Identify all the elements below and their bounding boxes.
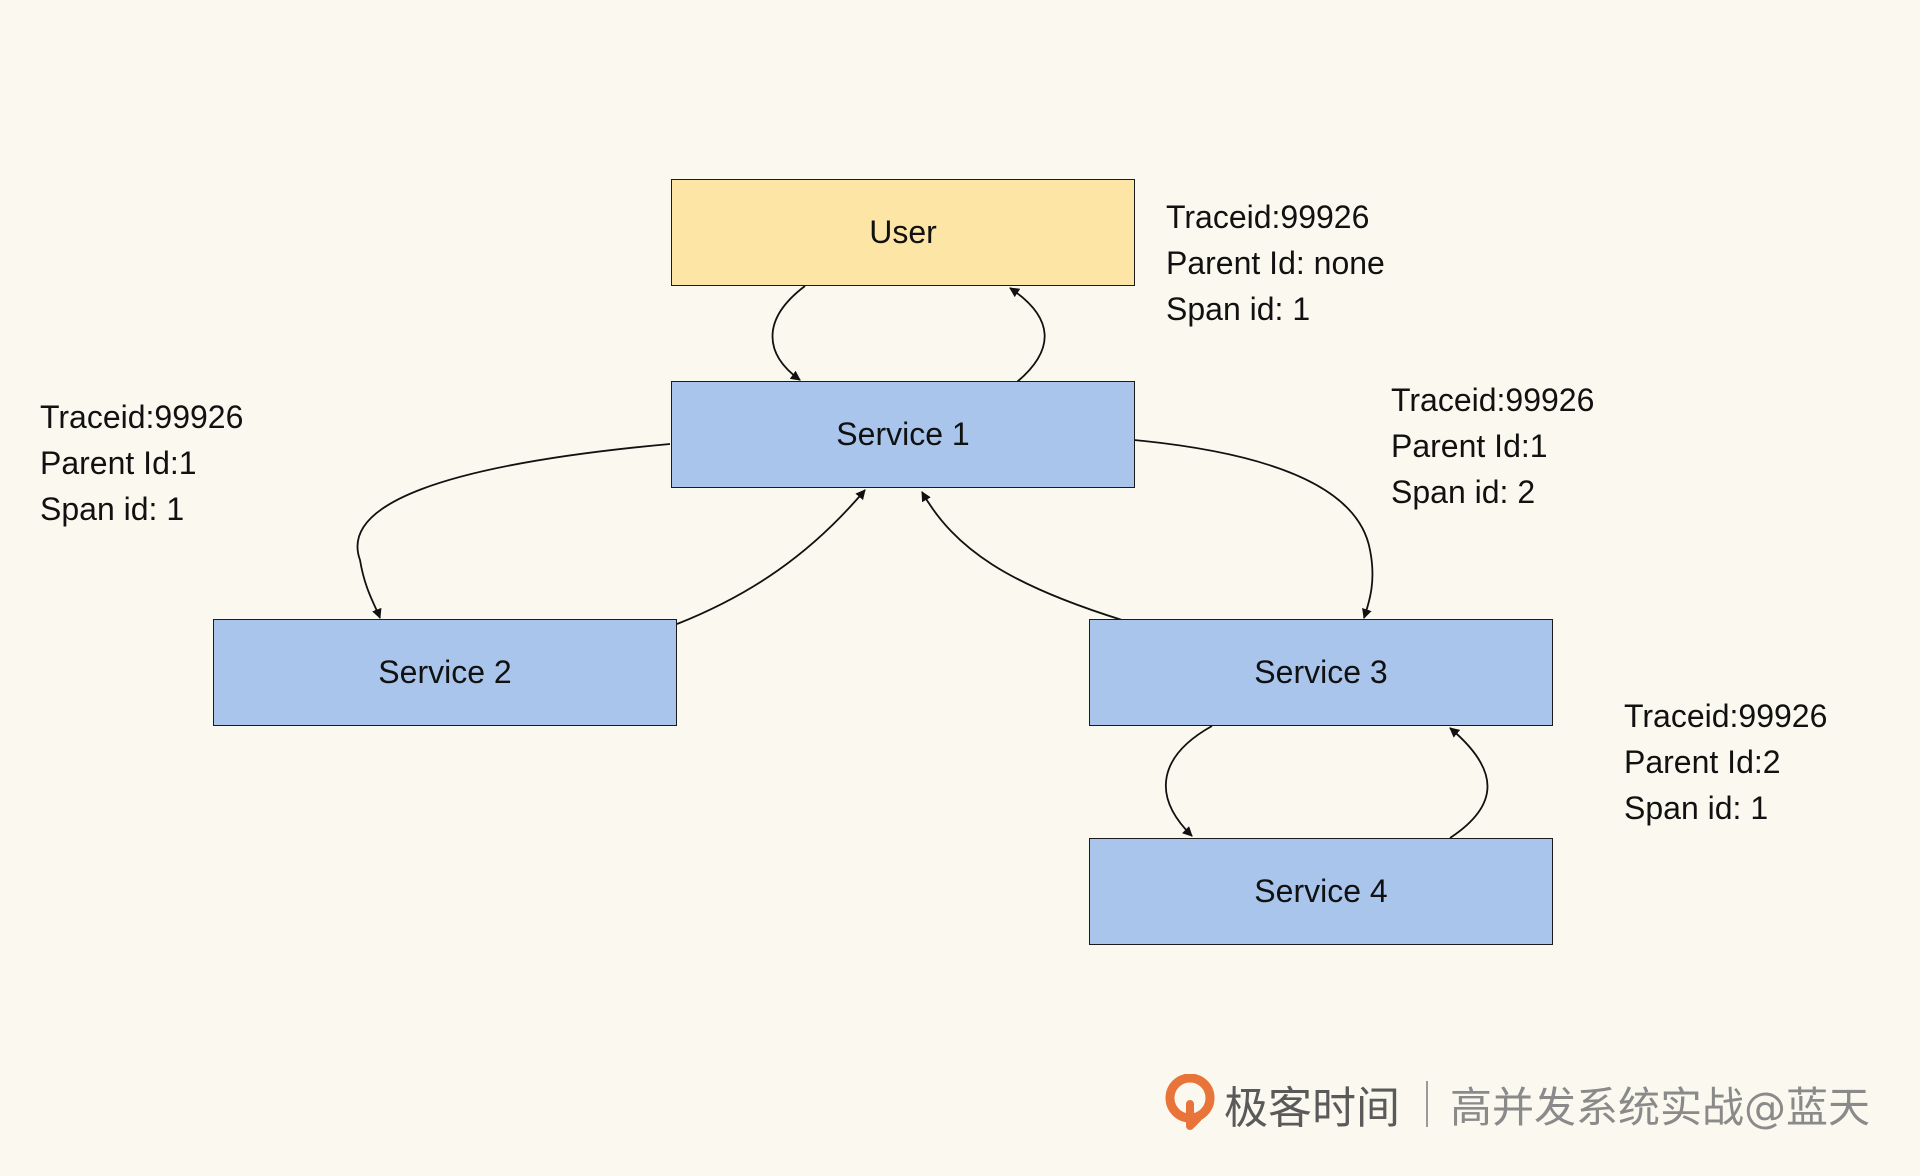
- edge-service3-to-service1: [921, 491, 1123, 621]
- node-service-1: Service 1: [671, 381, 1135, 488]
- edge-service3-to-service4: [1165, 725, 1213, 837]
- node-user-label: User: [869, 214, 937, 250]
- annotation-parent-id: Parent Id:1: [1391, 428, 1548, 464]
- brand-name: 极客时间: [1224, 1083, 1400, 1134]
- edge-service4-to-service3: [1449, 727, 1489, 839]
- annotation-span-id: Span id: 2: [1391, 474, 1536, 510]
- annotation-service3: Traceid:99926 Parent Id:1 Span id: 2: [1391, 377, 1594, 515]
- annotation-parent-id: Parent Id:2: [1624, 744, 1781, 780]
- annotation-parent-id: Parent Id: none: [1166, 245, 1385, 281]
- edge-user-to-service1: [771, 285, 806, 381]
- node-service-2-label: Service 2: [378, 654, 512, 690]
- brand-slogan: 高并发系统实战@蓝天: [1450, 1082, 1871, 1132]
- edge-service1-to-service2: [356, 443, 671, 619]
- annotation-service4: Traceid:99926 Parent Id:2 Span id: 1: [1624, 693, 1827, 831]
- node-service-4-label: Service 4: [1254, 873, 1388, 909]
- geektime-logo-icon: [1165, 1074, 1215, 1130]
- annotation-service2: Traceid:99926 Parent Id:1 Span id: 1: [40, 394, 243, 532]
- node-user: User: [671, 179, 1135, 286]
- node-service-4: Service 4: [1089, 838, 1553, 945]
- annotation-span-id: Span id: 1: [1166, 291, 1311, 327]
- edge-service1-to-service3: [1133, 439, 1374, 619]
- annotation-traceid: Traceid:99926: [1624, 698, 1828, 734]
- watermark: 极客时间 高并发系统实战@蓝天: [1164, 1072, 1870, 1136]
- node-service-3-label: Service 3: [1254, 654, 1388, 690]
- annotation-traceid: Traceid:99926: [1391, 382, 1595, 418]
- brand-divider: [1426, 1081, 1428, 1127]
- edge-service2-to-service1: [676, 489, 866, 625]
- node-service-1-label: Service 1: [836, 416, 970, 452]
- edge-service1-to-user: [1009, 287, 1046, 383]
- annotation-traceid: Traceid:99926: [40, 399, 244, 435]
- annotation-user: Traceid:99926 Parent Id: none Span id: 1: [1166, 194, 1385, 332]
- annotation-span-id: Span id: 1: [40, 491, 185, 527]
- annotation-parent-id: Parent Id:1: [40, 445, 197, 481]
- node-service-3: Service 3: [1089, 619, 1553, 726]
- node-service-2: Service 2: [213, 619, 677, 726]
- annotation-traceid: Traceid:99926: [1166, 199, 1370, 235]
- annotation-span-id: Span id: 1: [1624, 790, 1769, 826]
